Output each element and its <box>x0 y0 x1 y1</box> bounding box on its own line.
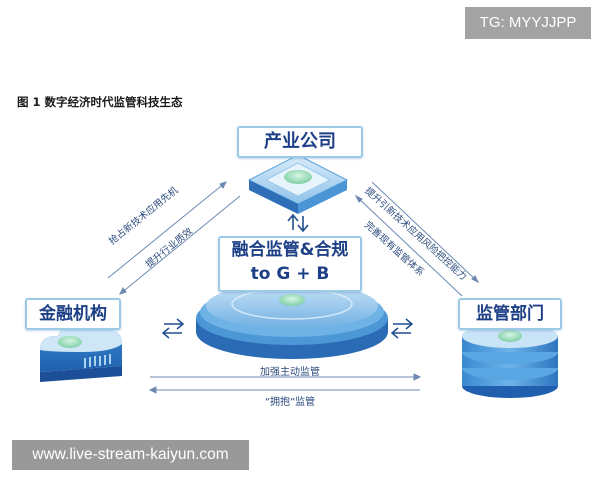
finance-server-icon <box>40 322 122 382</box>
exchange-vertical-icon <box>287 213 309 233</box>
industry-chip-icon <box>247 154 349 214</box>
node-label-regulator: 监管部门 <box>458 298 562 330</box>
edge-label-embrace: “拥抱”监管 <box>264 397 316 408</box>
footer-site-banner: www.live-stream-kaiyun.com <box>12 440 249 470</box>
regulator-industry-arrows <box>354 181 480 297</box>
core-label-line1: 融合监管&合规 <box>231 240 349 260</box>
bottom-flow-arrows <box>148 373 422 394</box>
watermark-badge: TG: MYYJJPP <box>465 7 591 39</box>
node-label-industry: 产业公司 <box>237 126 363 158</box>
core-label-line2: to G + B <box>250 264 330 284</box>
finance-industry-arrows <box>107 181 241 295</box>
core-platform-disc <box>196 283 388 359</box>
node-label-core: 融合监管&合规 to G + B <box>218 236 362 292</box>
regulator-cylinder-icon <box>462 324 558 398</box>
exchange-left-icon <box>161 318 185 339</box>
node-label-finance: 金融机构 <box>25 298 121 330</box>
edge-label-strengthen: 加强主动监管 <box>260 367 320 378</box>
exchange-right-icon <box>390 318 414 339</box>
figure-title: 图 1 数字经济时代监管科技生态 <box>17 95 183 109</box>
